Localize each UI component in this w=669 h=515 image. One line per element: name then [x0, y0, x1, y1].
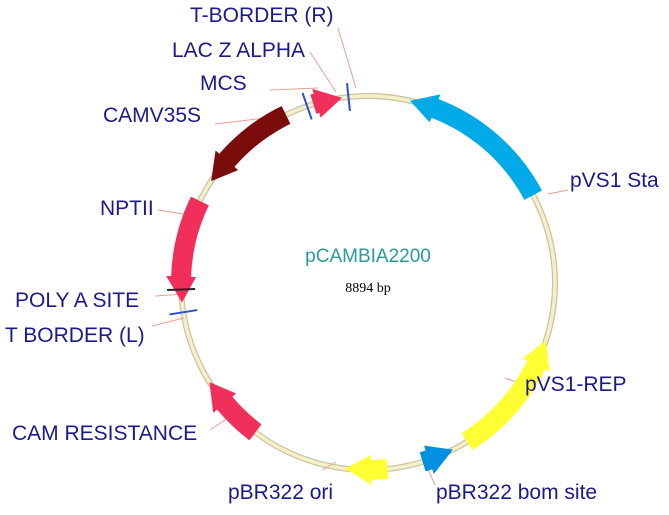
label-t-border-r: T-BORDER (R) — [190, 4, 334, 27]
label-pbr322-bom-site: pBR322 bom site — [436, 481, 597, 504]
feature-cam-resistance — [209, 382, 262, 441]
label-camv35s: CAMV35S — [103, 104, 201, 127]
feature-camv35s — [211, 105, 291, 182]
leader-t-border-l — [151, 317, 185, 327]
feature-pbr322-bom-site — [419, 445, 453, 474]
feature-lac-z-alpha — [310, 88, 342, 118]
marker-t-border-l — [169, 309, 198, 316]
leader-pvs1-sta — [547, 189, 569, 195]
leader-mcs — [269, 87, 319, 91]
plasmid-name: pCAMBIA2200 — [305, 246, 431, 267]
feature-pbr322-ori — [345, 454, 389, 485]
label-mcs: MCS — [200, 72, 247, 95]
label-pvs1-sta: pVS1 Sta — [570, 169, 659, 192]
leader-camv35s — [214, 117, 267, 125]
label-pvs1-rep: pVS1-REP — [525, 373, 627, 396]
label-pbr322-ori: pBR322 ori — [228, 481, 333, 504]
label-t-border-l: T BORDER (L) — [5, 324, 145, 347]
marker-poly-a-site — [167, 288, 196, 292]
label-poly-a-site: POLY A SITE — [15, 289, 139, 312]
feature-pvs1-sta — [410, 94, 542, 200]
leader-t-border-r — [337, 27, 357, 89]
leader-lac-z-alpha — [309, 51, 337, 93]
label-cam-resistance: CAM RESISTANCE — [12, 422, 197, 445]
feature-pvs1-rep — [461, 340, 550, 451]
plasmid-size: 8894 bp — [345, 281, 391, 296]
leader-pbr322-ori — [321, 461, 337, 471]
marker-t-border-r — [345, 82, 351, 112]
feature-nptii — [166, 196, 209, 303]
label-nptii: NPTII — [100, 197, 154, 220]
marker-mcs — [301, 92, 313, 120]
label-lac-z-alpha: LAC Z ALPHA — [172, 39, 305, 62]
